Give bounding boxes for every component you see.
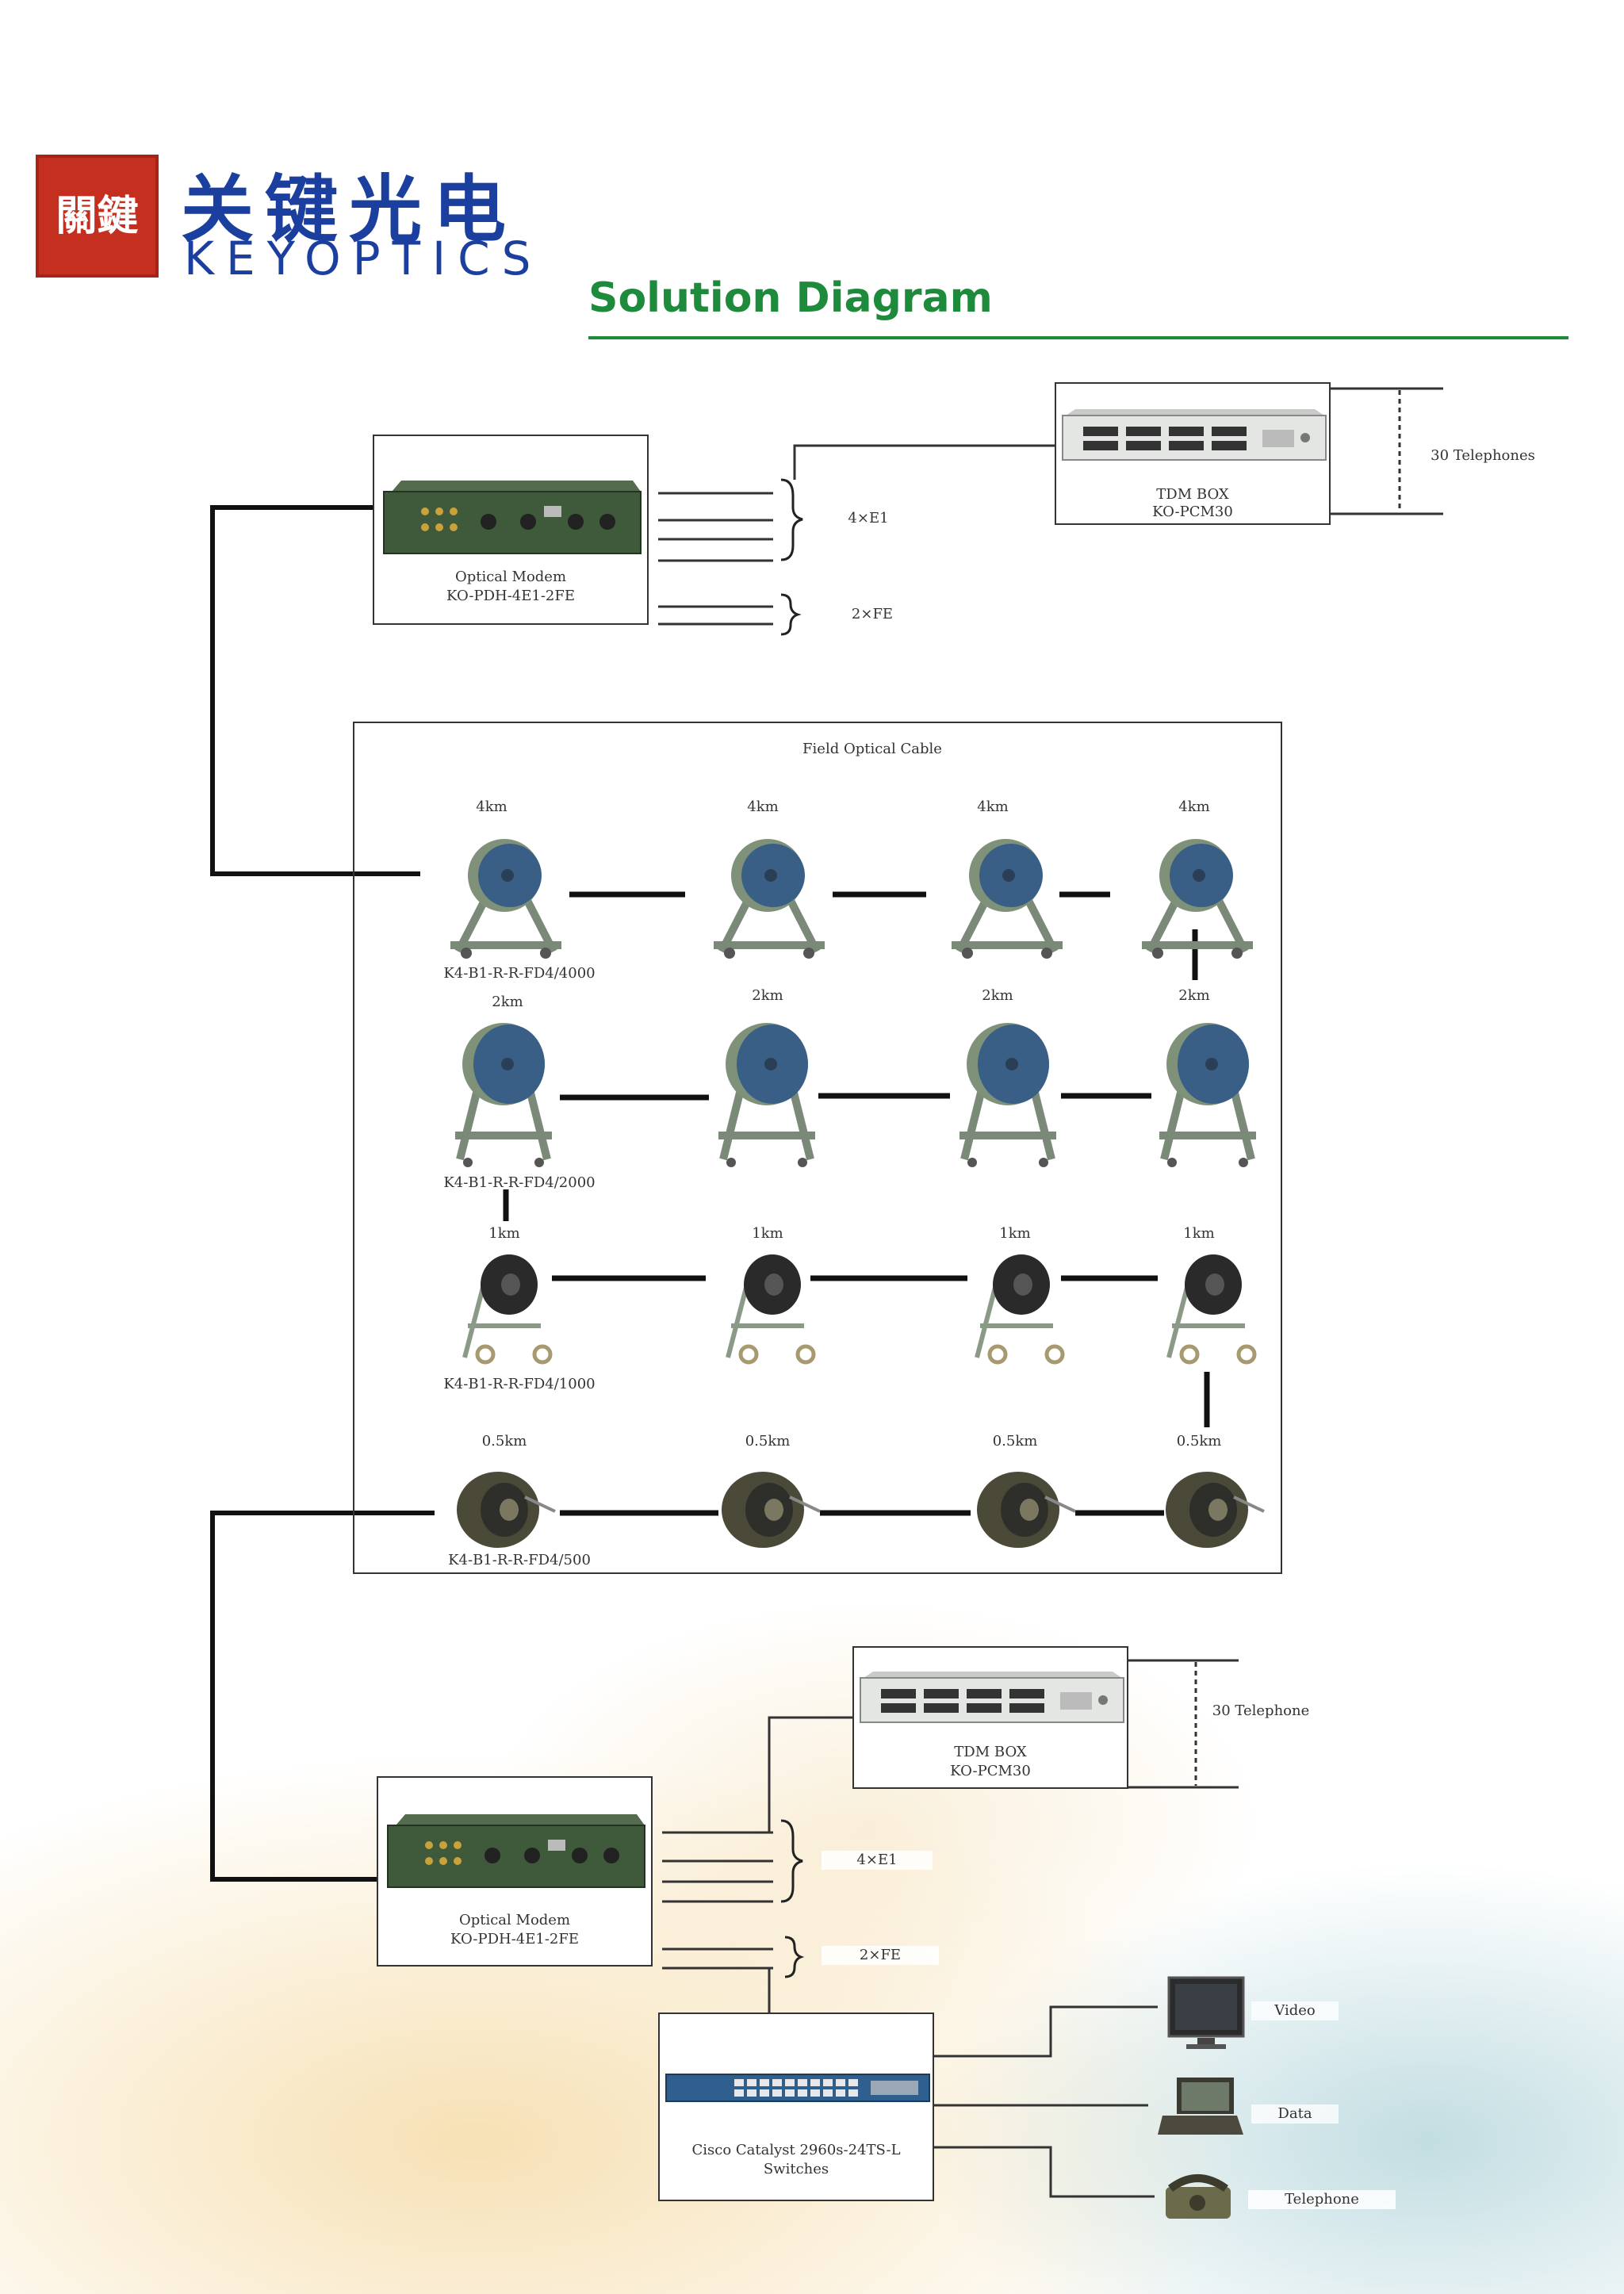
cable-drum-icon	[969, 1465, 1080, 1553]
telephone-label: Telephone	[1248, 2190, 1396, 2209]
distance-label: 4km	[460, 798, 523, 817]
cable-reel-large-icon	[948, 1017, 1067, 1167]
distance-label: 0.5km	[473, 1432, 536, 1451]
bottom-e1-label: 4×E1	[822, 1851, 933, 1870]
data-label: Data	[1251, 2104, 1339, 2124]
cable-box-title: Field Optical Cable	[745, 740, 999, 759]
reel-model-label: K4-B1-R-R-FD4/2000	[428, 1174, 611, 1193]
cable-reel-small-icon	[454, 1247, 557, 1365]
cable-drum-icon	[449, 1465, 560, 1553]
top-tdm-name: TDM BOX	[1056, 485, 1329, 504]
distance-label: 0.5km	[1167, 1432, 1231, 1451]
reel-model-label: K4-B1-R-R-FD4/1000	[428, 1375, 611, 1394]
distance-label: 1km	[736, 1224, 799, 1243]
distance-label: 4km	[961, 798, 1025, 817]
cisco-switch-box: Cisco Catalyst 2960s-24TS-L Switches	[658, 2013, 934, 2201]
distance-label: 4km	[1162, 798, 1226, 817]
tdm-box-device-icon	[1059, 408, 1329, 471]
distance-label: 2km	[476, 993, 539, 1012]
bottom-tdm-name: TDM BOX	[854, 1743, 1127, 1762]
top-fe-label: 2×FE	[841, 605, 904, 624]
cable-drum-icon	[714, 1465, 825, 1553]
cable-reel-large-icon	[1126, 834, 1261, 961]
top-phones-label: 30 Telephones	[1427, 446, 1538, 465]
distance-label: 4km	[731, 798, 795, 817]
distance-label: 1km	[983, 1224, 1047, 1243]
cable-reel-large-icon	[707, 1017, 826, 1167]
tdm-box-device-icon	[857, 1670, 1127, 1733]
top-tdm-box: TDM BOX KO-PCM30	[1055, 382, 1331, 525]
top-e1-label: 4×E1	[841, 509, 896, 528]
distance-label: 2km	[966, 986, 1029, 1005]
cable-reel-small-icon	[1158, 1247, 1261, 1365]
cable-reel-small-icon	[966, 1247, 1069, 1365]
distance-label: 2km	[736, 986, 799, 1005]
switch-type: Switches	[660, 2160, 933, 2179]
cable-reel-large-icon	[444, 1017, 563, 1167]
bottom-tdm-model: KO-PCM30	[854, 1762, 1127, 1781]
field-telephone-icon	[1159, 2171, 1239, 2223]
cable-drum-icon	[1158, 1465, 1269, 1553]
distance-label: 0.5km	[983, 1432, 1047, 1451]
cable-reel-small-icon	[717, 1247, 820, 1365]
cable-reel-large-icon	[936, 834, 1071, 961]
bottom-modem-name: Optical Modem	[378, 1911, 651, 1930]
top-modem-model: KO-PDH-4E1-2FE	[374, 587, 647, 606]
distance-label: 1km	[1167, 1224, 1231, 1243]
top-tdm-model: KO-PCM30	[1056, 503, 1329, 522]
distance-label: 1km	[473, 1224, 536, 1243]
video-label: Video	[1251, 2001, 1339, 2020]
optical-modem-device-icon	[377, 476, 647, 563]
switch-model: Cisco Catalyst 2960s-24TS-L	[660, 2141, 933, 2160]
reel-model-label: K4-B1-R-R-FD4/500	[428, 1551, 611, 1570]
bottom-phones-label: 30 Telephone	[1205, 1702, 1316, 1721]
top-modem-name: Optical Modem	[374, 568, 647, 587]
bottom-fe-label: 2×FE	[822, 1946, 939, 1965]
optical-modem-device-icon	[381, 1810, 651, 1897]
laptop-icon	[1158, 2074, 1245, 2143]
monitor-icon	[1162, 1973, 1250, 2052]
cable-reel-large-icon	[698, 834, 833, 961]
bottom-modem-model: KO-PDH-4E1-2FE	[378, 1930, 651, 1949]
top-optical-modem-box: Optical Modem KO-PDH-4E1-2FE	[373, 435, 649, 625]
network-switch-device-icon	[663, 2070, 933, 2109]
bottom-optical-modem-box: Optical Modem KO-PDH-4E1-2FE	[377, 1776, 653, 1967]
distance-label: 0.5km	[736, 1432, 799, 1451]
cable-reel-large-icon	[1148, 1017, 1267, 1167]
cable-reel-large-icon	[435, 834, 569, 961]
bottom-tdm-box: TDM BOX KO-PCM30	[852, 1646, 1128, 1789]
reel-model-label: K4-B1-R-R-FD4/4000	[428, 964, 611, 983]
distance-label: 2km	[1162, 986, 1226, 1005]
